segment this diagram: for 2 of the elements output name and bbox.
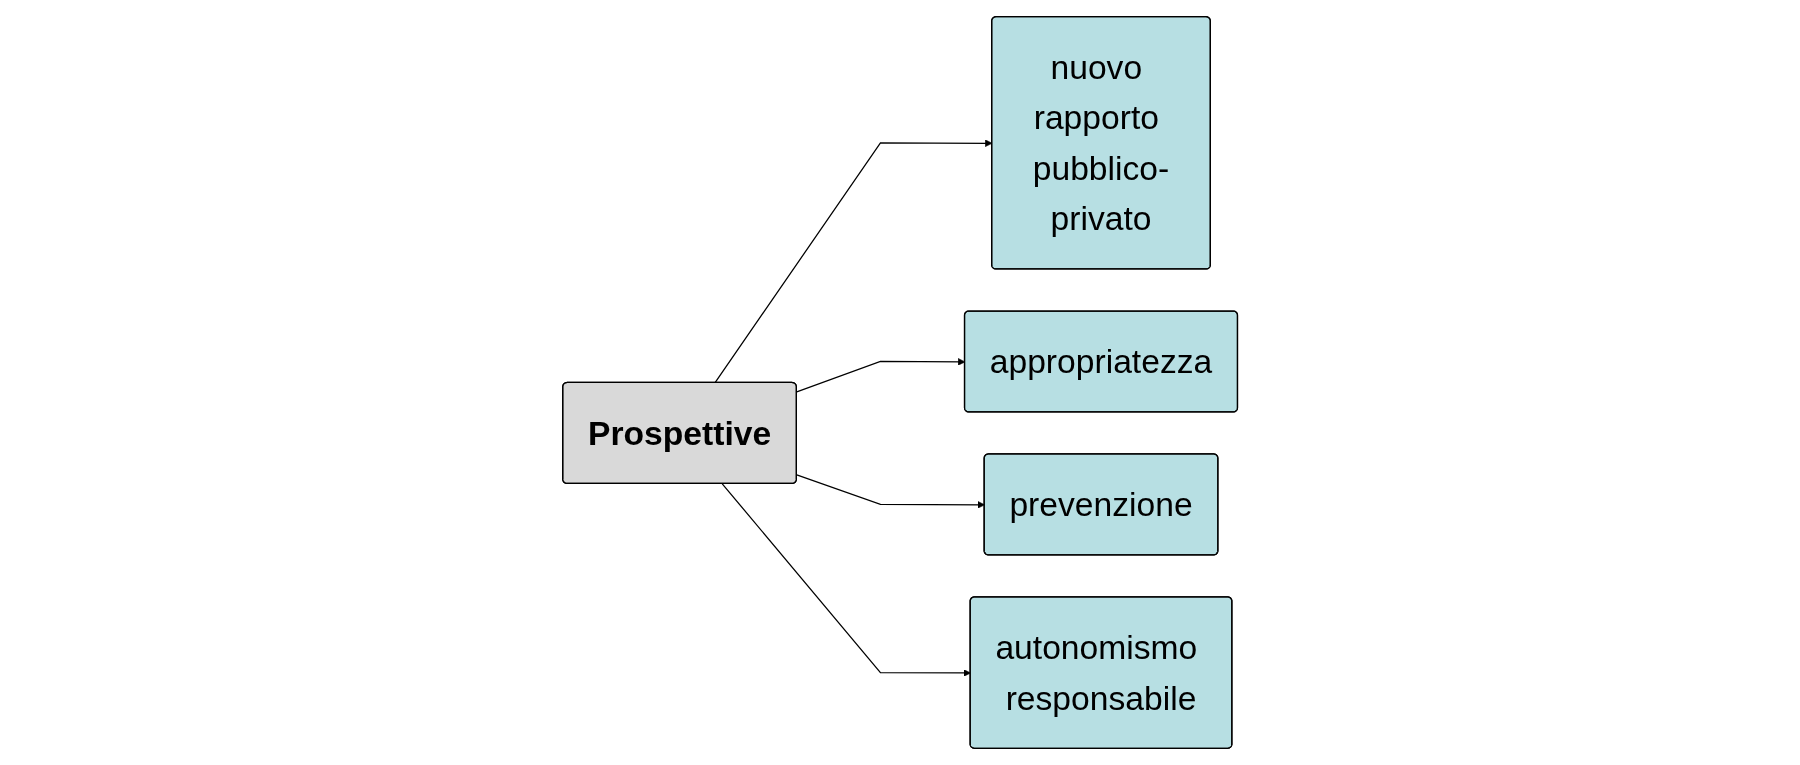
arrow — [796, 474, 985, 509]
arrow — [721, 483, 971, 677]
